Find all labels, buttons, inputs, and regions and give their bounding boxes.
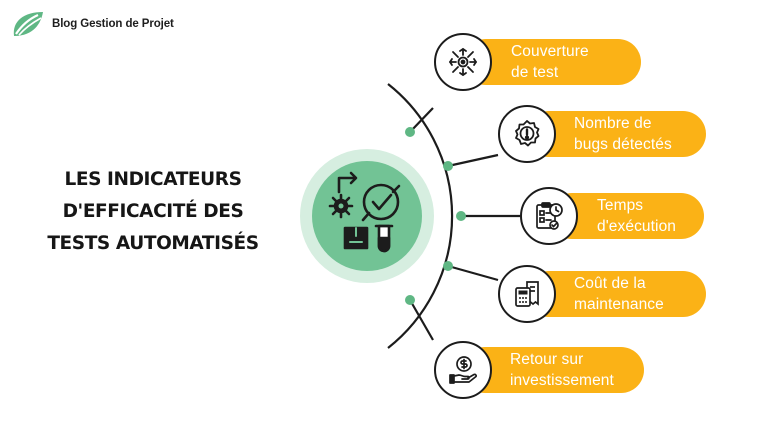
automation-testing-icon [328, 171, 401, 253]
connector-arc [387, 83, 454, 349]
branch-dot-5 [405, 295, 415, 305]
indicator-label: Retour sur investissement [510, 351, 614, 389]
checklist-clock-icon [536, 202, 563, 230]
branch-dot-4 [443, 261, 453, 271]
branch-line-4 [447, 264, 499, 282]
indicator-icon-ring [434, 33, 492, 91]
headline-line-2: D'EFFICACITÉ DES [62, 201, 244, 222]
indicator-coverage: Couverture de test [463, 39, 641, 85]
indicator-label: Temps d'exécution [597, 197, 677, 235]
branch-line-5 [409, 299, 434, 341]
indicator-icon-ring [498, 265, 556, 323]
hub [300, 149, 434, 283]
indicator-icon-ring [520, 187, 578, 245]
headline-line-1: LES INDICATEURS [64, 169, 242, 190]
branch-dot-1 [405, 127, 415, 137]
branch-line-1 [409, 107, 434, 133]
headline: LES INDICATEURS D'EFFICACITÉ DES TESTS A… [28, 164, 278, 260]
indicator-bugs: Nombre de bugs détectés [526, 111, 706, 157]
headline-line-3: TESTS AUTOMATISÉS [47, 233, 259, 254]
indicator-roi: Retour sur investissement [462, 347, 644, 393]
indicator-maintenance-cost: Coût de la maintenance [526, 271, 706, 317]
leaf-logo-icon [13, 12, 43, 36]
brand-name: Blog Gestion de Projet [52, 18, 174, 30]
indicator-label: Coût de la maintenance [574, 275, 664, 313]
coverage-network-icon [448, 47, 478, 77]
bug-alert-gear-icon [515, 120, 540, 147]
indicator-label: Nombre de bugs détectés [574, 115, 672, 153]
hand-coin-icon [449, 356, 477, 384]
indicator-icon-ring [434, 341, 492, 399]
branch-dot-3 [456, 211, 466, 221]
indicator-label: Couverture de test [511, 43, 589, 81]
branch-dot-2 [443, 161, 453, 171]
branch-line-2 [447, 153, 499, 168]
brand: Blog Gestion de Projet [10, 9, 174, 39]
calculator-receipt-icon [515, 281, 539, 307]
indicator-icon-ring [498, 105, 556, 163]
